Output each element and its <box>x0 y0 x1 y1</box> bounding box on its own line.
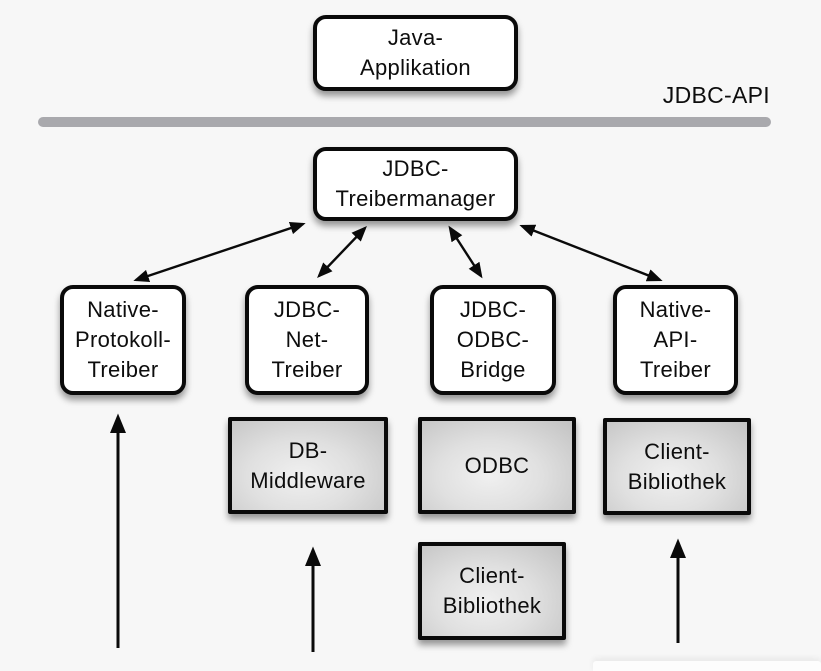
node-jdbc-odbc-bridge: JDBC- ODBC- Bridge <box>430 285 556 395</box>
node-odbc: ODBC <box>418 417 576 514</box>
node-jdbc-net-treiber: JDBC- Net- Treiber <box>245 285 369 395</box>
jdbc-api-label: JDBC-API <box>662 82 770 108</box>
node-client-bibliothek-api: Client- Bibliothek <box>603 418 751 515</box>
node-db-middleware: DB- Middleware <box>228 417 388 514</box>
jdbc-api-divider-line <box>38 117 771 127</box>
node-jdbc-treibermanager: JDBC- Treibermanager <box>313 147 518 221</box>
node-native-api-treiber: Native- API- Treiber <box>613 285 738 395</box>
arrow-manager-net-icon <box>317 225 367 279</box>
arrow-manager-bridge-icon <box>448 225 483 279</box>
node-client-bibliothek-odbc: Client- Bibliothek <box>418 542 566 640</box>
arrow-manager-api-icon <box>519 224 663 282</box>
node-java-applikation: Java- Applikation <box>313 15 518 91</box>
node-native-protokoll-treiber: Native- Protokoll- Treiber <box>60 285 186 395</box>
cutoff-box-bottom-right <box>593 661 821 671</box>
arrow-manager-protokoll-icon <box>133 222 306 282</box>
